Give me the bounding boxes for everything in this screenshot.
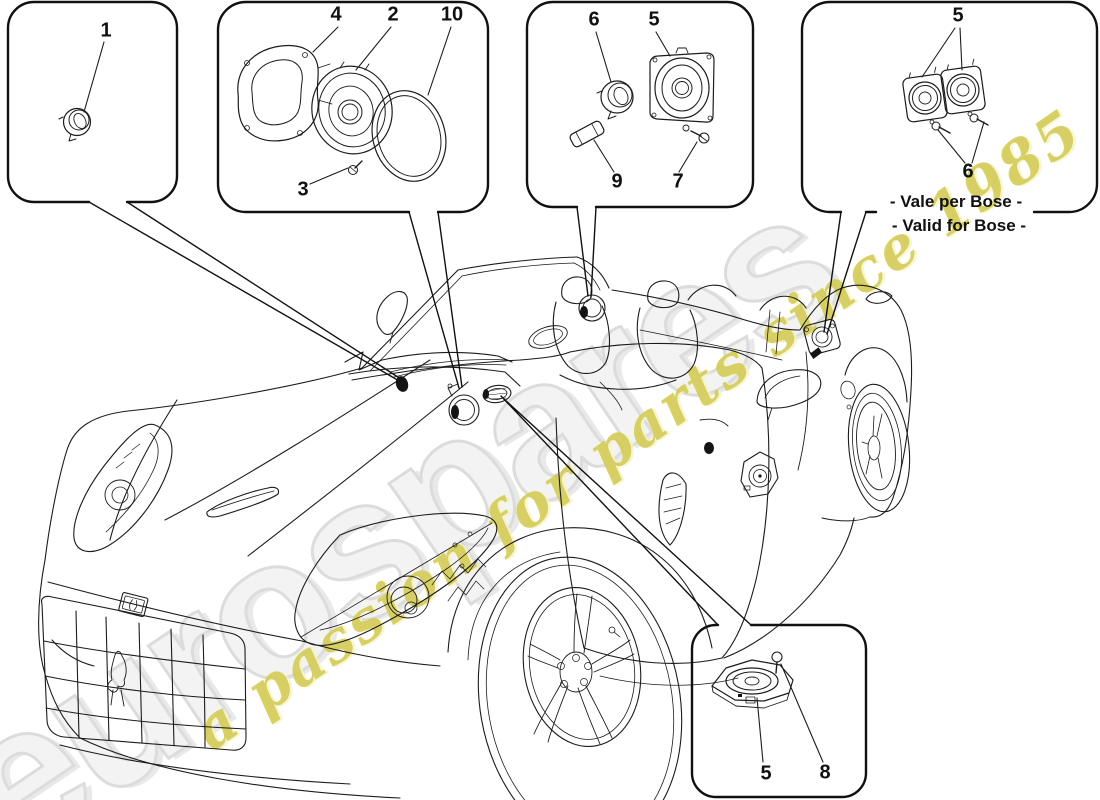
screw-icon-2 [682,124,710,144]
part-number-2[interactable]: 2 [387,3,399,26]
rear-wheel [821,383,911,522]
label-line-b4-5 [921,27,963,78]
leader-line-box2 [408,211,463,389]
front-grille [41,595,247,751]
part-number-8[interactable]: 8 [819,761,831,784]
leader-line-box4 [823,211,867,335]
label-line-1 [83,41,105,113]
front-wheel [447,527,713,800]
label-line-7 [678,141,698,173]
rear-deck [611,284,807,361]
quarter-speaker [803,318,841,359]
speaker-icon [311,61,393,155]
part-number-5-sub[interactable]: 5 [760,762,772,785]
callout-boxes [6,0,1099,799]
part-number-7[interactable]: 7 [672,170,684,193]
subwoofer-plate-icon [711,659,794,709]
grille-horse-icon [107,650,127,707]
bose-note-italian: - Vale per Bose - [889,192,1023,211]
label-line-5 [655,31,671,57]
midrange-speaker-icon [649,47,715,123]
trim-ring-icon [371,90,447,182]
callout-parts [58,26,989,763]
callout-box-5 [690,623,868,799]
side-mirror-right [756,369,822,421]
side-mirror-left [376,290,408,344]
ferrari-shield-badge [118,592,149,618]
car-illustration [38,256,913,800]
part-number-4[interactable]: 4 [330,3,342,26]
door-tweeter-dot [704,442,714,454]
label-line-9 [593,139,615,173]
tweeter-icon-2 [596,80,634,120]
label-line-6 [595,31,612,83]
part-number-9[interactable]: 9 [611,170,623,193]
callout-box-2 [216,0,490,214]
label-line-3 [309,167,349,185]
label-line-b4-6 [937,121,985,164]
bose-speaker-pair-icon [902,58,989,134]
door-panel [555,342,770,664]
leader-line-box3 [576,206,597,298]
headlight-left [73,423,173,553]
callout-box-3 [525,0,755,209]
headlight-right [294,512,498,646]
dash-tweeter-dot [395,376,409,392]
leader-line-box5 [500,395,752,626]
part-number-5[interactable]: 5 [648,8,660,31]
door-woofer [740,451,779,498]
screw-icon-4 [771,651,783,674]
screw-icon [348,160,363,175]
label-line-2 [355,26,392,71]
dash-center-speaker [482,384,512,404]
part-number-6[interactable]: 6 [588,8,600,31]
label-line-b5-5 [756,697,764,763]
body-outline [38,359,469,799]
bose-note-english: - Valid for Bose - [891,216,1027,235]
clip-icon [569,120,605,148]
label-line-10 [427,26,452,96]
seats [552,276,699,411]
windshield-frame [344,256,610,387]
door-vent [658,472,687,546]
speaker-frame-icon [237,45,333,142]
cockpit-interior [351,276,807,411]
tweeter-icon [58,41,105,142]
part-number-3[interactable]: 3 [297,178,309,201]
rocker-panel [599,517,855,686]
hood-scoop [206,486,280,518]
callout-box-4 [800,0,1099,214]
part-number-1[interactable]: 1 [100,19,112,42]
screw-icon-3 [929,111,989,134]
callout-box-1 [6,0,179,204]
part-number-6-bose[interactable]: 6 [962,160,974,183]
leader-line-box1 [88,201,405,383]
part-number-10[interactable]: 10 [440,3,464,26]
dash-mid-speaker [447,383,480,426]
label-line-b5-8 [780,663,824,763]
rear-cabin-speaker [578,294,606,322]
part-number-5-bose[interactable]: 5 [952,4,964,27]
label-line-4 [312,26,339,53]
